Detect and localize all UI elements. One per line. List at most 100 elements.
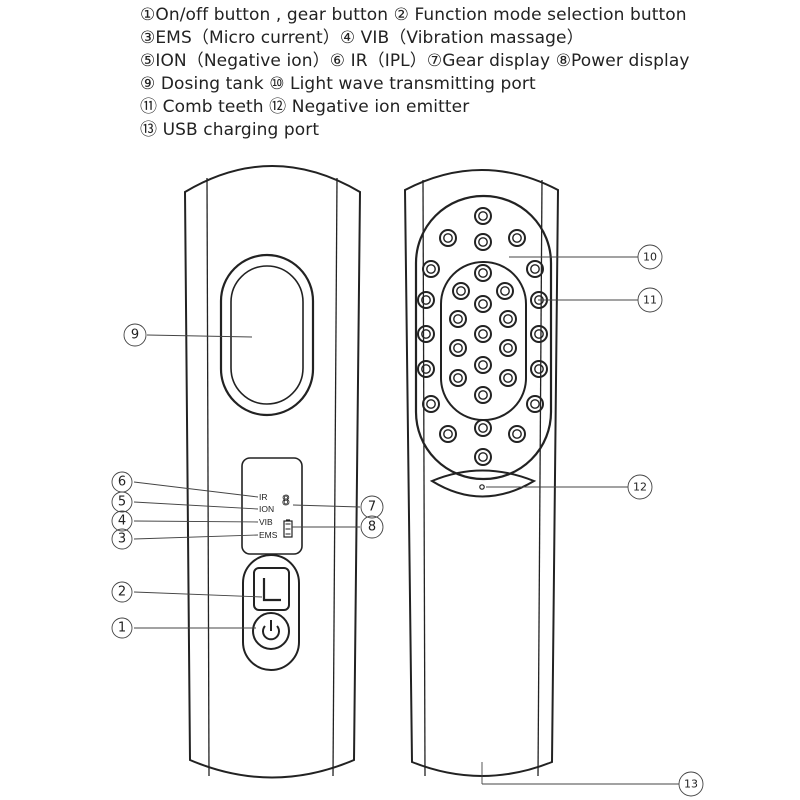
comb-tooth-tip — [534, 329, 544, 339]
comb-tooth-tip — [421, 295, 431, 305]
leader-3 — [133, 534, 259, 540]
comb-tooth — [499, 310, 517, 328]
battery-icon — [283, 520, 293, 538]
back-edge-right — [537, 179, 543, 777]
comb-tooth — [530, 360, 548, 378]
front-edge-left — [206, 177, 210, 777]
callout-7-circle — [360, 495, 384, 519]
legend-line-5: ⑪ Comb teeth ⑫ Negative ion emitter — [140, 97, 470, 117]
comb-teeth-group — [417, 207, 548, 466]
comb-tooth — [449, 339, 467, 357]
callout-9-circle — [123, 323, 147, 347]
comb-tooth-tip — [478, 423, 488, 433]
comb-tooth — [417, 325, 435, 343]
front-body-outline — [183, 165, 362, 779]
display-label-ems: EMS — [259, 530, 278, 540]
callout-12-circle — [627, 474, 653, 500]
comb-tooth — [474, 448, 492, 466]
comb-tooth — [422, 260, 440, 278]
ion-emitter-lip — [429, 469, 537, 498]
dosing-tank-window — [230, 265, 304, 405]
comb-tooth-tip — [478, 452, 488, 462]
callouts — [111, 244, 704, 797]
comb-tooth — [439, 229, 457, 247]
comb-tooth-tip — [478, 268, 488, 278]
legend-line-3: ⑤ION（Negative ion）⑥ IR（IPL）⑦Gear display… — [140, 51, 690, 71]
comb-tooth — [417, 360, 435, 378]
comb-tooth — [452, 282, 470, 300]
comb-tooth — [508, 229, 526, 247]
callout-5: 5 — [118, 495, 126, 510]
callout-3-circle — [111, 528, 133, 550]
comb-head — [414, 194, 553, 481]
comb-tooth-tip — [512, 429, 522, 439]
leader-5 — [133, 501, 259, 510]
comb-tooth-tip — [443, 429, 453, 439]
callout-9: 9 — [131, 328, 139, 343]
comb-tooth — [499, 369, 517, 387]
comb-tooth — [422, 395, 440, 413]
callout-4: 4 — [118, 514, 126, 529]
comb-tooth-tip — [478, 299, 488, 309]
comb-tooth — [474, 386, 492, 404]
leader-6 — [133, 481, 259, 498]
leader-9 — [146, 334, 253, 338]
callout-11: 11 — [643, 294, 657, 307]
callout-8: 8 — [368, 520, 376, 535]
comb-tooth-tip — [530, 264, 540, 274]
gear-digit: 8 — [282, 494, 290, 509]
comb-tooth-tip — [478, 211, 488, 221]
comb-tooth-tip — [421, 329, 431, 339]
comb-tooth — [474, 233, 492, 251]
callout-11-circle — [637, 287, 663, 313]
comb-tooth-tip — [534, 364, 544, 374]
callout-2: 2 — [118, 585, 126, 600]
comb-tooth-tip — [453, 343, 463, 353]
display-label-vib: VIB — [259, 517, 273, 527]
comb-tooth — [474, 207, 492, 225]
callout-3: 3 — [118, 532, 126, 547]
comb-tooth-tip — [503, 314, 513, 324]
mode-button[interactable] — [253, 567, 290, 611]
callout-12: 12 — [633, 481, 647, 494]
comb-tooth — [417, 291, 435, 309]
legend-line-6: ⑬ USB charging port — [140, 120, 320, 140]
comb-tooth — [474, 419, 492, 437]
comb-tooth — [526, 395, 544, 413]
comb-tooth-tip — [478, 390, 488, 400]
comb-tooth-tip — [500, 286, 510, 296]
legend: ①On/off button , gear button ② Function … — [140, 4, 780, 142]
comb-tooth — [474, 356, 492, 374]
leader-4 — [133, 520, 259, 523]
display-label-ion: ION — [259, 504, 274, 514]
comb-tooth — [526, 260, 544, 278]
comb-tooth — [474, 325, 492, 343]
leader-7 — [292, 504, 361, 508]
callout-4-circle — [111, 510, 133, 532]
comb-tooth — [474, 295, 492, 313]
callout-1: 1 — [118, 621, 126, 636]
back-view — [403, 169, 560, 777]
power-icon — [262, 625, 280, 641]
comb-tooth-tip — [456, 286, 466, 296]
callout-5-circle — [111, 491, 133, 513]
comb-tooth — [496, 282, 514, 300]
comb-tooth-tip — [426, 264, 436, 274]
legend-line-1: ①On/off button , gear button ② Function … — [140, 5, 687, 25]
callout-10-circle — [637, 244, 663, 270]
callout-7: 7 — [368, 500, 376, 515]
comb-tooth-tip — [530, 399, 540, 409]
comb-tooth-tip — [453, 373, 463, 383]
power-button[interactable] — [252, 612, 290, 650]
display-panel — [241, 457, 303, 555]
comb-tooth-tip — [503, 343, 513, 353]
comb-tooth — [474, 264, 492, 282]
callout-8-circle — [360, 515, 384, 539]
comb-tooth-tip — [503, 373, 513, 383]
comb-tooth-tip — [512, 233, 522, 243]
back-body-outline — [403, 169, 560, 777]
display-label-ir: IR — [259, 492, 268, 502]
comb-tooth-tip — [478, 360, 488, 370]
comb-tooth — [499, 339, 517, 357]
